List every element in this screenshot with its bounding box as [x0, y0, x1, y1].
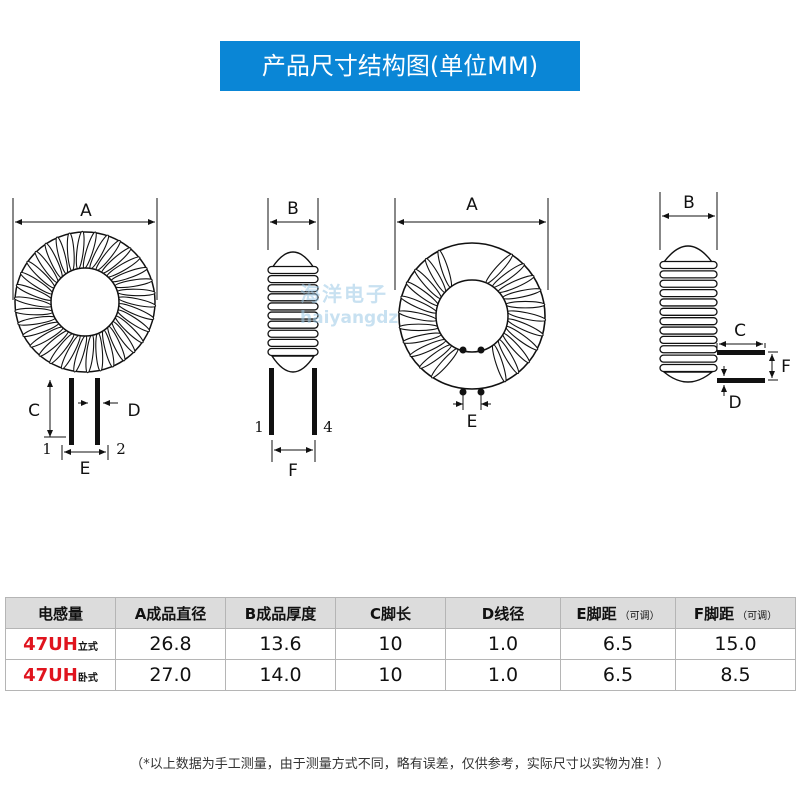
- coil-turn: [659, 354, 718, 363]
- dim-label-e: E: [467, 412, 478, 432]
- coil-turn: [659, 288, 718, 298]
- dim-label-c: C: [734, 321, 746, 341]
- coil-turn: [659, 326, 718, 335]
- toroid-horizontal-side: [659, 192, 778, 396]
- coil-turn: [267, 329, 319, 338]
- winding-turn: [398, 323, 439, 332]
- toroid-vertical-side: [267, 198, 319, 462]
- watermark-line-2: haiyangdz: [300, 308, 399, 328]
- table-row: 47UH立式 26.8 13.6 10 1.0 6.5 15.0: [5, 628, 796, 660]
- coil-turn: [267, 284, 319, 293]
- table-cell: 6.5: [560, 659, 676, 691]
- coil-turn: [659, 363, 718, 373]
- column-header: A成品直径: [115, 597, 226, 629]
- pin-label-4: 4: [323, 418, 333, 436]
- coil-turn: [659, 270, 718, 279]
- table-cell: 1.0: [445, 659, 561, 691]
- table-cell: 8.5: [675, 659, 796, 691]
- coil-turn: [267, 320, 319, 329]
- coil-turn: [659, 345, 718, 354]
- pin-label-1: 1: [42, 440, 52, 458]
- dim-label-d: D: [728, 393, 741, 413]
- dim-label-c: C: [28, 401, 40, 421]
- winding-turn: [14, 307, 54, 316]
- table-cell: 10: [335, 659, 446, 691]
- winding-turn: [116, 288, 156, 297]
- table-cell: 14.0: [225, 659, 336, 691]
- table-cell: 26.8: [115, 628, 226, 660]
- coil-turn: [659, 317, 718, 326]
- coil-turn: [267, 293, 319, 302]
- coil-turn: [267, 338, 319, 348]
- coil-turn: [659, 260, 718, 270]
- dim-label-f: F: [781, 357, 791, 377]
- dim-label-b: B: [287, 199, 299, 219]
- watermark: 海洋电子 haiyangdz: [300, 282, 398, 330]
- table-cell: 10: [335, 628, 446, 660]
- measurement-note: （*以上数据为手工测量，由于测量方式不同，略有误差，仅供参考，实际尺寸以实物为准…: [130, 757, 670, 772]
- coil-turn: [267, 347, 319, 357]
- table-header-row: 电感量 A成品直径 B成品厚度 C脚长 D线径 E脚距（可调） F脚距（可调）: [5, 597, 796, 629]
- watermark-line-1: 海洋电子: [300, 282, 388, 306]
- column-header: C脚长: [335, 597, 446, 629]
- coil-turn: [659, 335, 718, 345]
- dim-label-f: F: [288, 461, 298, 481]
- winding-turn: [505, 300, 546, 309]
- page-title: 产品尺寸结构图(单位MM): [220, 41, 580, 91]
- column-header: D线径: [445, 597, 561, 629]
- column-header: 电感量: [5, 597, 116, 629]
- column-header: B成品厚度: [225, 597, 336, 629]
- table-cell: 1.0: [445, 628, 561, 660]
- coil-turn: [267, 274, 319, 284]
- table-cell: 15.0: [675, 628, 796, 660]
- coil-turn: [267, 302, 319, 311]
- coil-turn: [267, 311, 319, 320]
- coil-turn: [659, 279, 718, 288]
- coil-turn: [659, 298, 718, 307]
- coil-turn: [659, 307, 718, 316]
- table-cell: 13.6: [225, 628, 336, 660]
- dimension-drawing: A C D E B F A E B C F D 1 2 1 4: [12, 192, 791, 481]
- table-cell: 27.0: [115, 659, 226, 691]
- spec-table: 电感量 A成品直径 B成品厚度 C脚长 D线径 E脚距（可调） F脚距（可调） …: [5, 597, 796, 691]
- dim-label-b: B: [683, 193, 695, 213]
- coil-turn: [267, 265, 319, 275]
- inductance-cell: 47UH立式: [5, 628, 116, 660]
- dim-label-a: A: [80, 201, 92, 221]
- table-row: 47UH卧式 27.0 14.0 10 1.0 6.5 8.5: [5, 659, 796, 691]
- pin-label-1: 1: [254, 418, 264, 436]
- pin-label-2: 2: [116, 440, 126, 458]
- table-cell: 6.5: [560, 628, 676, 660]
- column-header: E脚距（可调）: [560, 597, 676, 629]
- dim-label-d: D: [127, 401, 140, 421]
- column-header: F脚距（可调）: [675, 597, 796, 629]
- inductance-cell: 47UH卧式: [5, 659, 116, 691]
- dim-label-a: A: [466, 195, 478, 215]
- dim-label-e: E: [80, 459, 91, 479]
- toroid-vertical-front: [12, 198, 158, 460]
- toroid-horizontal-front: [394, 198, 549, 410]
